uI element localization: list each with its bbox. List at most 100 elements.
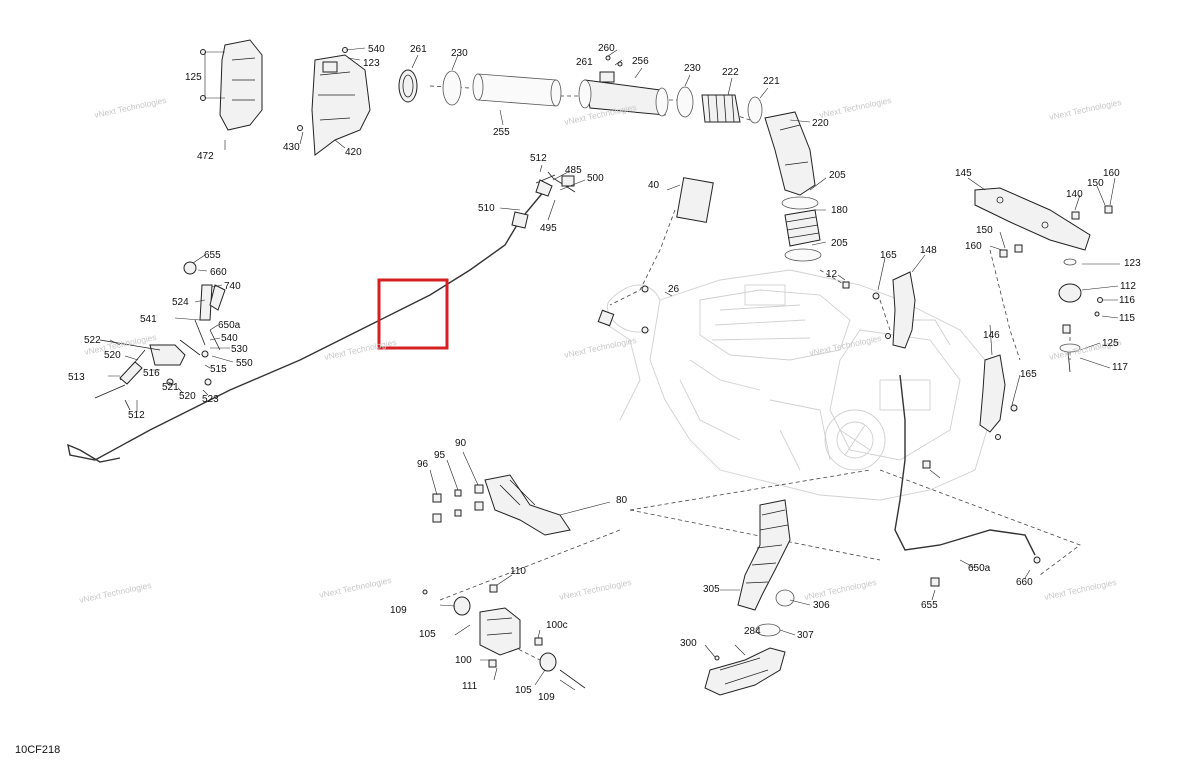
callout: 109 — [390, 605, 407, 616]
part-115-mount — [1058, 258, 1103, 373]
callout: 100c — [546, 620, 568, 631]
watermark: vNext Technologies — [558, 577, 632, 602]
mount-assembly — [422, 584, 586, 689]
callout: 540 — [221, 333, 238, 344]
callout: 110 — [510, 566, 526, 577]
callout: 123 — [363, 58, 380, 69]
callout: 305 — [703, 584, 720, 595]
callout: 111 — [462, 681, 478, 692]
callout: 513 — [68, 372, 85, 383]
leader-lines — [108, 47, 1120, 691]
callout: 660 — [1016, 577, 1033, 588]
callout: 520 — [179, 391, 196, 402]
callout: 116 — [1119, 295, 1135, 306]
cable-650a — [894, 374, 1041, 564]
watermark: vNext Technologies — [1048, 97, 1122, 122]
callout: 550 — [236, 358, 253, 369]
part-145-bracket — [872, 271, 916, 349]
control-assembly — [94, 261, 226, 411]
watermark: vNext Technologies — [818, 95, 892, 120]
callout: 540 — [368, 44, 385, 55]
callout: 256 — [632, 56, 649, 67]
part-210-tube — [472, 73, 562, 107]
watermark: vNext Technologies — [78, 580, 152, 605]
callout: 165 — [880, 250, 897, 261]
part-230-ring — [398, 69, 418, 103]
callout: 541 — [140, 314, 157, 325]
callout: 255 — [493, 127, 510, 138]
callout: 530 — [231, 344, 248, 355]
guide-lines — [429, 85, 1081, 661]
watermark: vNext Technologies — [1043, 577, 1117, 602]
callout: 205 — [829, 170, 846, 181]
throttle-cable — [67, 171, 576, 463]
callout: 125 — [1102, 338, 1119, 349]
callout: 90 — [455, 438, 467, 449]
callout: 125 — [185, 72, 202, 83]
callout: 26 — [668, 284, 680, 295]
callout: 510 — [478, 203, 495, 214]
callout: 220 — [812, 118, 829, 129]
watermark: vNext Technologies — [93, 95, 167, 120]
callout: 485 — [565, 165, 582, 176]
callout: 146 — [983, 330, 1000, 341]
callout: 650a — [218, 320, 241, 331]
watermark: vNext Technologies — [318, 575, 392, 600]
callout: 520 — [104, 350, 121, 361]
callout: 180 — [831, 205, 848, 216]
callout: 260 — [598, 43, 615, 54]
part-310-cover — [200, 39, 263, 131]
callout: 516 — [143, 368, 160, 379]
callout: 80 — [616, 495, 628, 506]
callout: 512 — [128, 410, 145, 421]
callout: 420 — [345, 147, 362, 158]
callout: 284 — [744, 626, 761, 637]
highlight-box — [377, 278, 449, 350]
callout: 12 — [826, 269, 838, 280]
callout: 655 — [921, 600, 938, 611]
callout: 148 — [920, 245, 937, 256]
callout: 500 — [587, 173, 604, 184]
callout: 105 — [515, 685, 532, 696]
part-205-clamp — [442, 70, 694, 118]
callout: 740 — [224, 281, 241, 292]
part-180-bellows — [701, 94, 741, 123]
intake-hose-255 — [704, 647, 786, 696]
pedal-assembly — [432, 474, 571, 536]
callout: 145 — [955, 168, 972, 179]
callout-labels: 540 123 125 472 430 420 261 230 255 260 … — [68, 43, 1141, 703]
part-140-bracket — [979, 354, 1018, 440]
callout: 105 — [419, 629, 436, 640]
callout: 524 — [172, 297, 189, 308]
watermark: vNext Technologies — [803, 577, 877, 602]
diagram-code: 10CF218 — [15, 744, 61, 756]
callout: 230 — [684, 63, 701, 74]
callout: 660 — [210, 267, 227, 278]
callout: 140 — [1066, 189, 1083, 200]
callout: 100 — [455, 655, 472, 666]
callout: 430 — [283, 142, 300, 153]
callout: 306 — [813, 600, 830, 611]
part-220-bracket — [578, 55, 669, 117]
callout: 123 — [1124, 258, 1141, 269]
callout: 521 — [162, 382, 179, 393]
callout: 300 — [680, 638, 697, 649]
callout: 150 — [976, 225, 993, 236]
callout: 115 — [1119, 313, 1135, 324]
part-175-clamp — [747, 96, 763, 124]
callout: 472 — [197, 151, 214, 162]
callout: 655 — [204, 250, 221, 261]
intake-hose-260 — [737, 499, 795, 637]
callout: 95 — [434, 450, 446, 461]
watermark: vNext Technologies — [808, 333, 882, 358]
watermark: vNext Technologies — [563, 335, 637, 360]
callout: 150 — [1087, 178, 1104, 189]
callout: 117 — [1112, 362, 1128, 373]
callout: 222 — [722, 67, 739, 78]
callout: 160 — [1103, 168, 1120, 179]
callout: 261 — [410, 44, 427, 55]
callout: 112 — [1120, 281, 1136, 292]
callout: 515 — [210, 364, 227, 375]
